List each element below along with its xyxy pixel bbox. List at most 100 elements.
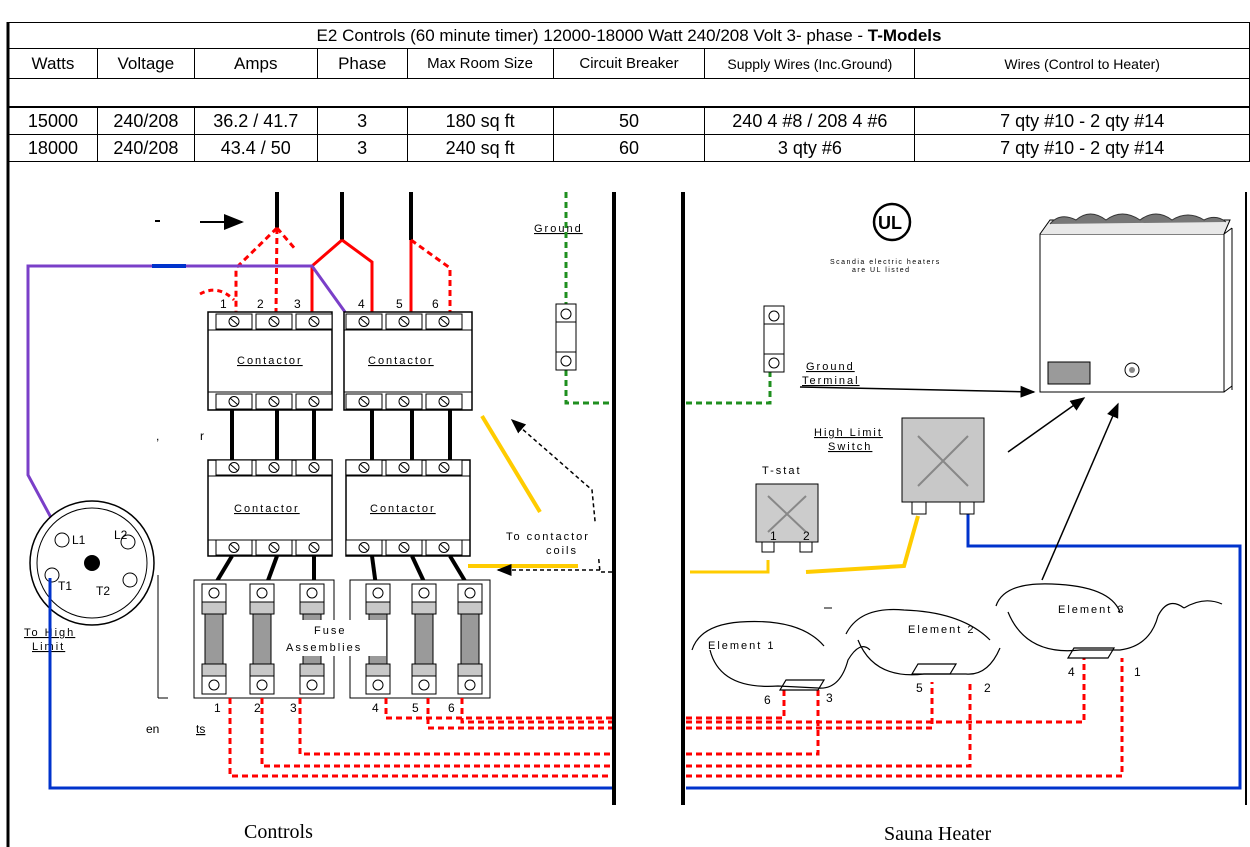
cell-phase: 3 [316,134,408,162]
bottom-terminal-number: 2 [254,701,261,715]
screw-terminal [215,539,253,556]
blue-wire-heater [686,510,1242,790]
screw-terminal [215,313,253,330]
tstat-term: 2 [803,529,810,543]
text-fragment: r [200,429,204,443]
ul-note-1: Scandia electric heaters [830,259,941,266]
screw-terminal [345,393,383,410]
to-high-limit-2: Limit [32,641,65,653]
high-limit-label-1: High Limit [814,427,883,439]
label-l1: L1 [72,533,86,547]
label-l2: L2 [114,528,128,542]
power-plug: L1 L2 T1 T2 [29,500,155,626]
cell-phase: 3 [316,107,408,135]
screw-terminal [295,393,333,410]
table-blank-row [8,78,1250,107]
screw-terminal [255,393,293,410]
screw-terminal [345,539,383,556]
tstat-term: 1 [770,529,777,543]
ul-note-2: are UL listed [852,267,911,274]
label-t1: T1 [58,579,72,593]
top-terminal-number: 4 [358,297,365,311]
yellow-wire [480,414,542,514]
screw-terminal [295,539,333,556]
cell-breaker: 60 [552,134,706,162]
cell-amps: 43.4 / 50 [193,134,318,162]
bottom-terminal-number: 5 [412,701,419,715]
screw-terminal [425,539,463,556]
heater-elements [691,583,1223,691]
element-3-label: Element 3 [1058,604,1126,616]
screw-terminal [255,539,293,556]
ground-terminal-1: Ground [806,361,855,373]
cell-amps: 36.2 / 41.7 [193,107,318,135]
title-text: E2 Controls (60 minute timer) 12000-1800… [316,25,868,45]
screw-terminal [425,393,463,410]
cell-watts: 18000 [8,134,98,162]
element-wires [228,658,1124,778]
screw-terminal [215,393,253,410]
ground-label: Ground [534,223,583,235]
spec-table: E2 Controls (60 minute timer) 12000-1800… [8,22,1250,162]
element-1-term: 6 [764,693,771,707]
blue-wire-controls [48,578,612,790]
ground-block-heater [763,305,785,373]
fuse [201,583,227,695]
screw-terminal [385,393,423,410]
cell-watts: 15000 [8,107,98,135]
screw-terminals [215,313,463,556]
cell-control-wires: 7 qty #10 - 2 qty #14 [914,134,1250,162]
screw-terminal [295,313,333,330]
element-1-term: 3 [826,691,833,705]
contactor-links [212,410,470,588]
top-terminal-number: 2 [257,297,264,311]
header-supply-wires: Supply Wires (Inc.Ground) [704,48,916,79]
tstat: 1 2 [755,483,819,553]
fuse-label-2: Assemblies [286,642,362,654]
header-voltage: Voltage [96,48,195,79]
top-terminal-number: 6 [432,297,439,311]
screw-terminal [255,313,293,330]
bottom-terminal-number: 1 [214,701,221,715]
fuse [457,583,483,695]
element-3-term: 4 [1068,665,1075,679]
cell-room-size: 240 sq ft [406,134,554,162]
arrow [1007,397,1086,453]
text-fragment: ts [196,722,205,736]
ground-arrow [799,385,1036,398]
screw-terminal [425,459,463,476]
bottom-terminal-number: 4 [372,701,379,715]
table-title: E2 Controls (60 minute timer) 12000-1800… [8,22,1250,49]
screw-terminal [385,459,423,476]
ul-text: UL [878,213,902,233]
cell-voltage: 240/208 [96,107,195,135]
top-terminal-number: 1 [220,297,227,311]
fuse [411,583,437,695]
purple-wire [26,264,347,539]
red-supply-wires [199,226,452,313]
bottom-terminal-number: 6 [448,701,455,715]
arrow [1041,402,1119,581]
sauna-heater-unit [1039,213,1233,393]
text-fragment: en [146,722,159,736]
element-1-label: Element 1 [708,640,776,652]
ground-terminal-2: Terminal [802,375,860,387]
element-3-term: 1 [1134,665,1141,679]
screw-terminal [345,459,383,476]
table-row: 18000 240/208 43.4 / 50 3 240 sq ft 60 3… [8,134,1250,162]
label-t2: T2 [96,584,110,598]
header-watts: Watts [8,48,98,79]
ground-block-controls [555,303,577,371]
element-2-term: 2 [984,681,991,695]
sauna-heater-label: Sauna Heater [884,823,992,845]
screw-terminal [295,459,333,476]
screw-terminal [385,313,423,330]
high-limit-label-2: Switch [828,441,872,453]
coil-arrow [510,419,612,573]
cell-supply-wires: 3 qty #6 [704,134,916,162]
ground-wire [564,192,772,405]
table-title-row: E2 Controls (60 minute timer) 12000-1800… [8,22,1250,49]
cell-breaker: 50 [552,107,706,135]
header-amps: Amps [193,48,318,79]
